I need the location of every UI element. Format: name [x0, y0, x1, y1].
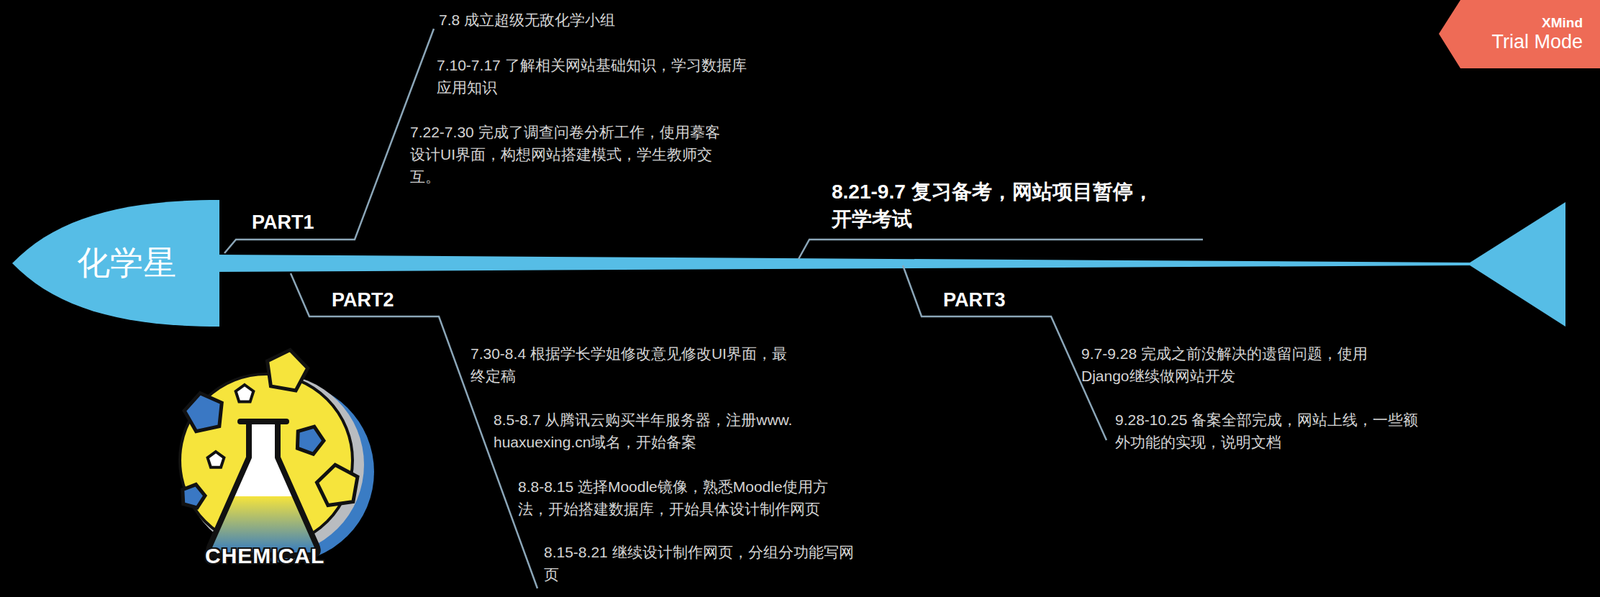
pentagon	[179, 481, 208, 509]
node-outline	[12, 200, 220, 327]
flask-outline	[208, 423, 318, 556]
milestone-text: 8.15-8.21 继续设计制作网页，分组分功能写网 页	[543, 541, 856, 586]
milestone-text: 7.22-7.30 完成了调查问卷分析工作，使用摹客 设计UI界面，构想网站搭建…	[410, 120, 722, 188]
branch-title: PART3	[943, 289, 1006, 312]
branch-title: PART2	[331, 289, 395, 312]
milestone-text: 9.28-10.25 备案全部完成，网站上线，一些额 外功能的实现，说明文档	[1115, 408, 1421, 454]
pentagon	[263, 346, 311, 393]
milestone-text: 7.8 成立超级无敌化学小组	[438, 8, 616, 31]
milestone-text: 8.5-8.7 从腾讯云购买半年服务器，注册www. huaxuexing.cn…	[493, 408, 795, 454]
pentagon	[315, 461, 362, 507]
flask-rim	[240, 418, 287, 425]
branch-line	[224, 28, 434, 254]
milestone-text: 7.10-7.17 了解相关网站基础知识，学习数据库 应用知识	[436, 53, 749, 99]
logo-wordmark: CHEMICAL	[205, 543, 325, 570]
watermark-brand: XMind	[1541, 15, 1583, 31]
pentagon	[235, 384, 254, 403]
branch-line	[798, 239, 1203, 259]
branch-line	[902, 265, 1107, 441]
branch-title: PART1	[251, 211, 315, 234]
fish-tail	[1467, 202, 1566, 327]
milestone-text: 9.7-9.28 完成之前没解决的遗留问题，使用 Django继续做网站开发	[1081, 342, 1370, 388]
milestone-text: 7.30-8.4 根据学长学姐修改意见修改UI界面，最 终定稿	[470, 342, 789, 388]
milestone-text: 8.8-8.15 选择Moodle镜像，熟悉Moodle使用方 法，开始搭建数据…	[517, 475, 830, 521]
head-title: 化学星	[76, 243, 177, 283]
fish-spine	[214, 254, 1472, 272]
pentagon	[181, 389, 227, 434]
pentagon	[292, 422, 328, 457]
watermark-mode: Trial Mode	[1491, 30, 1583, 54]
fish-head: 化学星	[12, 200, 220, 327]
flask-body	[208, 423, 318, 556]
node-outline	[1438, 0, 1600, 69]
trial-badge: XMindTrial Mode	[1438, 0, 1600, 69]
milestone-highlight: 8.21-9.7 复习备考，网站项目暂停， 开学考试	[831, 178, 1155, 234]
pentagon	[207, 451, 225, 468]
